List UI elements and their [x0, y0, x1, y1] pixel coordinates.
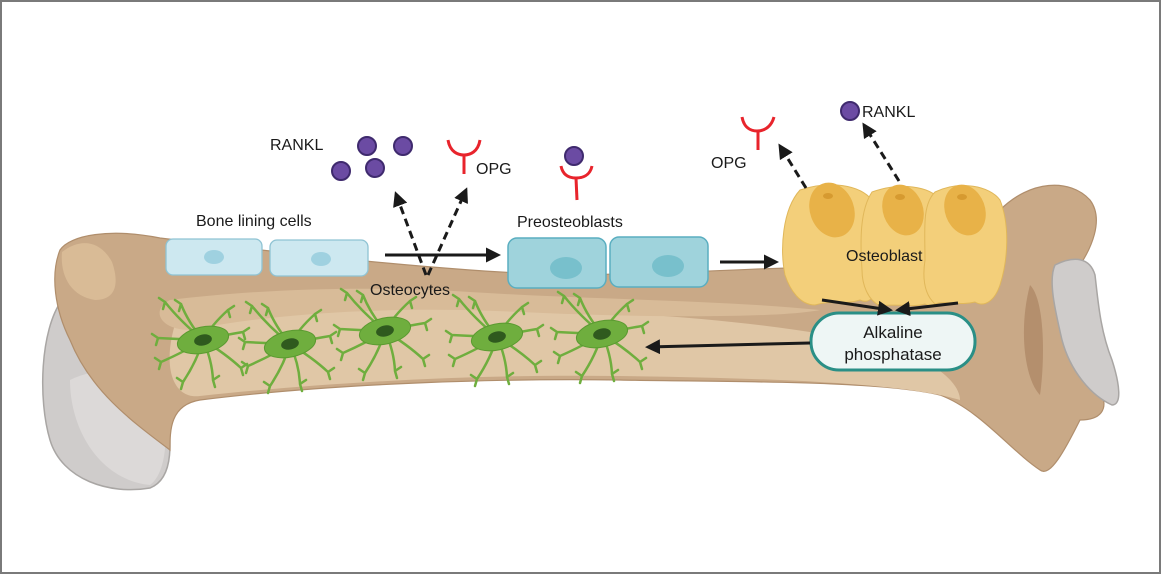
osteocyte-cell — [332, 287, 433, 382]
osteocyte-cell — [237, 300, 338, 395]
osteocyte-cell — [444, 293, 545, 388]
rankl-molecule — [393, 136, 413, 156]
osteoblasts — [782, 182, 1008, 307]
cell-nucleus — [376, 325, 394, 337]
osteocytes — [150, 287, 650, 395]
rankl-molecule — [331, 161, 351, 181]
rankl-label-right: RANKL — [862, 104, 915, 121]
osteoblast-cell — [923, 185, 1008, 305]
opg-label-left: OPG — [476, 161, 512, 178]
arrow-osteocyte-to-rankl — [393, 191, 428, 276]
bone-lining-cells-label: Bone lining cells — [196, 213, 312, 230]
arrow-alp-to-osteocyte — [645, 339, 811, 355]
cell-nucleus — [311, 252, 331, 266]
cell-nucleus — [488, 331, 506, 343]
rankl-molecule — [365, 158, 385, 178]
alkaline-phosphatase-box — [809, 311, 977, 372]
arrow-osteoblast-to-opg — [778, 143, 808, 189]
bone-lining-cells — [165, 238, 369, 277]
rankl-molecule — [564, 146, 584, 166]
preosteoblasts-label: Preosteoblasts — [517, 214, 623, 231]
rankl-molecule-right — [840, 101, 860, 121]
osteoblast-label: Osteoblast — [846, 248, 923, 265]
cell-nucleus — [204, 250, 224, 264]
alkaline-phosphatase-label-line1: Alkaline — [863, 323, 923, 342]
opg-receptor-left — [446, 139, 482, 174]
opg-receptor-right — [740, 116, 776, 150]
arrow-osteoblast-to-rankl — [862, 122, 901, 182]
preosteoblasts — [507, 236, 709, 289]
osteocytes-label: Osteocytes — [370, 282, 450, 299]
osteocyte-cell — [549, 290, 650, 385]
arrow-osteocyte-to-opg — [426, 187, 468, 276]
rankl-molecule — [357, 136, 377, 156]
rankl-cluster-left — [331, 136, 413, 181]
cell-nucleus — [593, 328, 611, 340]
osteocyte-cell — [150, 296, 251, 391]
cell-nucleus — [194, 334, 212, 346]
arrows — [385, 122, 959, 355]
arrow-osteoblast-to-alp-right — [895, 301, 959, 317]
opg-label-right: OPG — [711, 155, 747, 172]
rankl-label-left: RANKL — [270, 137, 323, 154]
rankl-opg-complex — [559, 146, 594, 201]
cell-nucleus — [652, 255, 684, 277]
right-cartilage — [1051, 258, 1120, 406]
cell-nucleus — [550, 257, 582, 279]
alkaline-phosphatase-label-line2: phosphatase — [844, 345, 941, 364]
cell-nucleus — [281, 338, 299, 350]
arrow-osteoblast-to-alp-left — [821, 298, 893, 316]
alkaline-phosphatase-node: Alkaline phosphatase — [809, 311, 977, 372]
